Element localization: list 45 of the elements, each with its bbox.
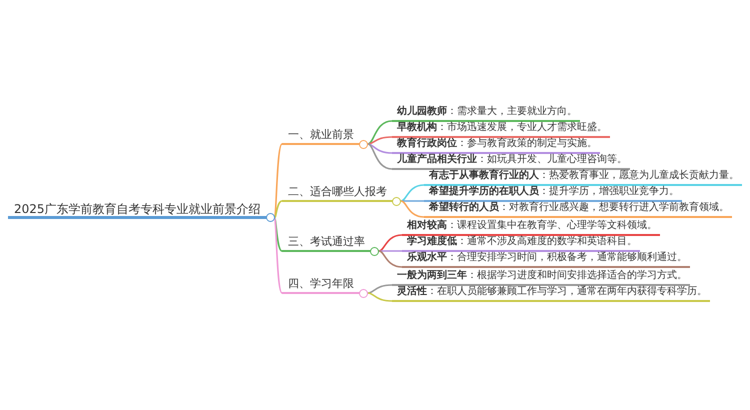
topic-text: 乐观水平：合理安排学习时间，积极备考，通常能够顺利通过。 (407, 252, 687, 263)
branch-line (368, 143, 392, 154)
central-topic (8, 202, 275, 219)
branch-line (274, 200, 282, 218)
topic-text: 一、就业前景 (288, 128, 354, 141)
topic-text: 希望转行的人员：对教育行业感兴趣，想要转行进入学前教育领域。 (429, 202, 729, 213)
branch-line (379, 250, 402, 252)
topic-text: 相对较高：课程设置集中在教育学、心理学等文科领域。 (407, 220, 657, 231)
topic-text: 三、考试通过率 (288, 235, 365, 248)
leaf-topic (402, 235, 640, 252)
topic-text: 教育行政岗位：参与教育政策的制定与实施。 (397, 138, 597, 149)
leaf-topic (392, 153, 630, 170)
leaf-topic (392, 105, 580, 122)
branch-line (368, 136, 392, 145)
branch-line (368, 292, 392, 302)
topic-text: 早教机构：市场迅速发展，专业人才需求旺盛。 (397, 122, 607, 133)
topic-text: 2025广东学前教育自考专科专业就业前景介绍 (14, 202, 261, 216)
branch-line (400, 184, 424, 202)
leaf-topic (392, 121, 610, 138)
topic-text: 二、适合哪些人报考 (288, 185, 387, 198)
topic-text: 一般为两到三年：根据学习进度和时间安排选择适合的学习方式。 (397, 270, 687, 281)
branch-line (378, 250, 402, 268)
branch-line (400, 200, 424, 218)
topic-text: 希望提升学历的在职人员：提升学历，增强职业竞争力。 (429, 186, 679, 197)
topic-text: 学习难度低：通常不涉及高难度的数学和英语科目。 (407, 236, 637, 247)
leaf-topic (424, 201, 732, 218)
leaf-topic (402, 251, 690, 268)
branch-line (368, 120, 392, 145)
leaf-topic (424, 169, 742, 186)
branch-line (368, 284, 392, 294)
leaf-topic (424, 185, 682, 202)
topic-text: 幼儿园教师：需求量大，主要就业方向。 (397, 106, 577, 117)
leaf-topic (402, 219, 660, 236)
branch-line (368, 143, 392, 170)
branch-line (274, 218, 283, 294)
branch-line (378, 234, 402, 252)
topic-text: 有志于从事教育行业的人：热爱教育事业，愿意为儿童成长贡献力量。 (429, 170, 739, 181)
topic-text: 四、学习年限 (288, 277, 354, 290)
topic-text: 灵活性：在职人员能够兼顾工作与学习，通常在两年内获得专科学历。 (397, 286, 707, 297)
leaf-topic (392, 269, 690, 286)
branch-line (401, 200, 424, 202)
topic-text: 儿童产品相关行业：如玩具开发、儿童心理咨询等。 (397, 154, 627, 165)
leaf-topic (392, 285, 710, 302)
leaf-topic (392, 137, 600, 154)
branch-line (274, 218, 282, 252)
